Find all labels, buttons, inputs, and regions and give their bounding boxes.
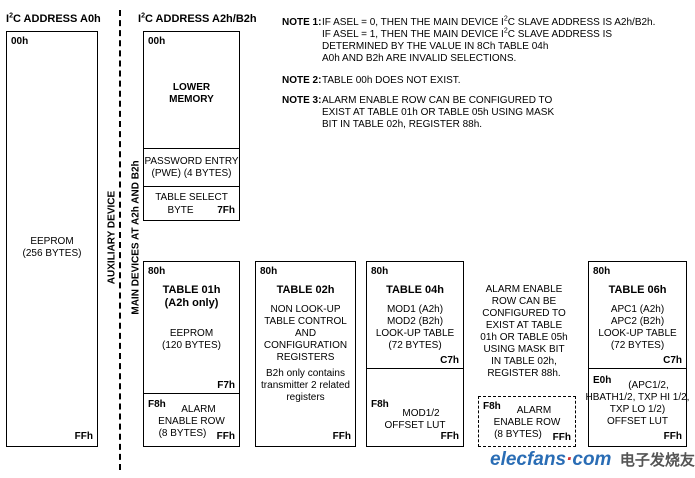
table-06h-line-4: (72 BYTES) <box>610 340 665 351</box>
table-04h-end-address: FFh <box>440 431 459 442</box>
alarm-enable-row-optional-block: F8h ALARM ENABLE ROW (8 BYTES) FFh <box>478 396 576 447</box>
table-04h-lut-label-1: MOD1/2 <box>402 408 440 419</box>
password-entry-label: PASSWORD ENTRY <box>144 156 239 167</box>
table-01h-alarm-size: (8 BYTES) <box>158 428 207 439</box>
lower-memory-label-2: MEMORY <box>169 94 214 105</box>
table-01h-mid-address: F7h <box>217 380 235 391</box>
table-02h-line-2: TABLE CONTROL <box>264 316 347 327</box>
table-02h-block: 80h TABLE 02h NON LOOK-UP TABLE CONTROL … <box>255 261 356 447</box>
alarm-optional-row: ENABLE ROW <box>493 417 561 428</box>
note-2-line: NOTE 2: TABLE 00h DOES NOT EXIST. <box>282 75 461 86</box>
table-select-end-address: 7Fh <box>217 205 235 216</box>
table-01h-subtitle: (A2h only) <box>164 297 219 309</box>
table-04h-lut-label-2: OFFSET LUT <box>384 420 446 431</box>
table-02h-line-1: NON LOOK-UP <box>270 304 341 315</box>
table-04h-line-4: (72 BYTES) <box>388 340 442 351</box>
table-select-label: TABLE SELECT <box>155 192 228 203</box>
table-06h-end-address: FFh <box>663 431 682 442</box>
note-1-line-4: A0h AND B2h ARE INVALID SELECTIONS. <box>322 53 517 64</box>
eeprom-address-title: I2C ADDRESS A0h <box>6 12 101 25</box>
table-02h-b2h-note-3: registers <box>286 392 325 403</box>
eeprom-end-address: FFh <box>74 431 93 442</box>
table-01h-block: 80h TABLE 01h (A2h only) EEPROM (120 BYT… <box>143 261 240 447</box>
table-06h-lut-label-4: OFFSET LUT <box>607 416 668 427</box>
password-entry-size: (PWE) (4 BYTES) <box>151 168 232 179</box>
table-06h-start-address: 80h <box>593 266 611 277</box>
note-1-label: NOTE 1: <box>282 17 322 28</box>
eeprom-label: EEPROM <box>30 236 74 247</box>
table-select-divider <box>144 186 239 187</box>
main-address-title: I2C ADDRESS A2h/B2h <box>138 12 257 25</box>
table-04h-title: TABLE 04h <box>386 284 444 296</box>
table-06h-block: 80h TABLE 06h APC1 (A2h) APC2 (B2h) LOOK… <box>585 261 690 447</box>
table-01h-alarm-row: ENABLE ROW <box>158 416 225 427</box>
note-3-line-2: EXIST AT TABLE 01h OR TABLE 05h USING MA… <box>322 107 555 118</box>
table-01h-start-address: 80h <box>148 266 166 277</box>
eeprom-block: 00h EEPROM (256 BYTES) FFh <box>6 31 98 447</box>
lower-memory-start-address: 00h <box>148 36 166 47</box>
eeprom-start-address: 00h <box>11 36 29 47</box>
table-01h-alarm-divider <box>144 393 239 394</box>
table-02h-title: TABLE 02h <box>276 284 335 296</box>
device-separator-line <box>119 10 121 470</box>
table-06h-line-1: APC1 (A2h) <box>610 304 665 315</box>
notes-panel: NOTE 1: IF ASEL = 0, THEN THE MAIN DEVIC… <box>282 15 692 131</box>
table-06h-line-2: APC2 (B2h) <box>610 316 665 327</box>
table-04h-line-1: MOD1 (A2h) <box>386 304 444 315</box>
table-06h-mid-address: C7h <box>663 355 682 366</box>
table-06h-lut-label-1: (APC1/2, <box>628 380 669 391</box>
elecfans-watermark: elecfans·com 电子发烧友 <box>490 449 695 470</box>
table-01h-alarm-label: ALARM <box>181 404 216 415</box>
eeprom-size: (256 BYTES) <box>22 248 82 259</box>
note-1-line-3: DETERMINED BY THE VALUE IN 8Ch TABLE 04h <box>322 41 549 52</box>
note-1-line-1: NOTE 1: IF ASEL = 0, THEN THE MAIN DEVIC… <box>282 15 656 28</box>
table-06h-lut-divider <box>589 368 686 369</box>
note-3-label: NOTE 3: <box>282 95 322 106</box>
alarm-optional-start-address: F8h <box>483 401 501 412</box>
table-02h-start-address: 80h <box>260 266 278 277</box>
alarm-optional-end-address: FFh <box>552 432 571 443</box>
auxiliary-device-label: AUXILIARY DEVICE <box>106 190 118 285</box>
table-04h-line-3: LOOK-UP TABLE <box>375 328 455 339</box>
table-01h-eeprom-size: (120 BYTES) <box>162 340 221 351</box>
note-2-label: NOTE 2: <box>282 75 322 86</box>
table-02h-line-3: AND <box>294 328 317 339</box>
table-01h-eeprom-label: EEPROM <box>169 328 214 339</box>
table-04h-mid-address: C7h <box>440 355 459 366</box>
table-02h-b2h-note-1: B2h only contains <box>266 368 345 379</box>
table-02h-line-5: REGISTERS <box>276 352 335 363</box>
lower-memory-label-1: LOWER <box>172 82 211 93</box>
table-02h-end-address: FFh <box>332 431 351 442</box>
table-04h-start-address: 80h <box>371 266 389 277</box>
alarm-optional-size: (8 BYTES) <box>494 429 542 440</box>
alarm-optional-label: ALARM <box>516 405 552 416</box>
lower-memory-block: 00h LOWER MEMORY PASSWORD ENTRY (PWE) (4… <box>143 31 240 221</box>
alarm-row-note: ALARM ENABLE ROW CAN BE CONFIGURED TO EX… <box>480 284 568 379</box>
table-01h-title: TABLE 01h <box>162 284 221 296</box>
table-06h-lut-label-3: TXP LO 1/2) <box>609 404 666 415</box>
table-04h-lut-divider <box>367 368 463 369</box>
note-1-line-2: IF ASEL = 1, THEN THE MAIN DEVICE I2C SL… <box>322 27 613 40</box>
table-06h-lut-label-2: HBATH1/2, TXP HI 1/2, <box>585 392 690 403</box>
table-06h-line-3: LOOK-UP TABLE <box>598 328 677 339</box>
table-01h-alarm-start-address: F8h <box>148 399 166 410</box>
table-01h-end-address: FFh <box>216 431 235 442</box>
note-3-line-1: NOTE 3: ALARM ENABLE ROW CAN BE CONFIGUR… <box>282 95 553 106</box>
table-06h-title: TABLE 06h <box>608 284 667 296</box>
table-04h-lut-start-address: F8h <box>371 399 389 410</box>
pwe-divider <box>144 148 239 149</box>
table-04h-line-2: MOD2 (B2h) <box>386 316 444 327</box>
table-02h-line-4: CONFIGURATION <box>263 340 348 351</box>
table-02h-b2h-note-2: transmitter 2 related <box>261 380 350 391</box>
main-devices-label: MAIN DEVICES AT A2h AND B2h <box>130 160 142 315</box>
table-select-byte: BYTE <box>167 205 194 216</box>
table-04h-block: 80h TABLE 04h MOD1 (A2h) MOD2 (B2h) LOOK… <box>366 261 464 447</box>
note-3-line-3: BIT IN TABLE 02h, REGISTER 88h. <box>322 119 483 130</box>
table-06h-lut-start-address: E0h <box>593 375 612 386</box>
